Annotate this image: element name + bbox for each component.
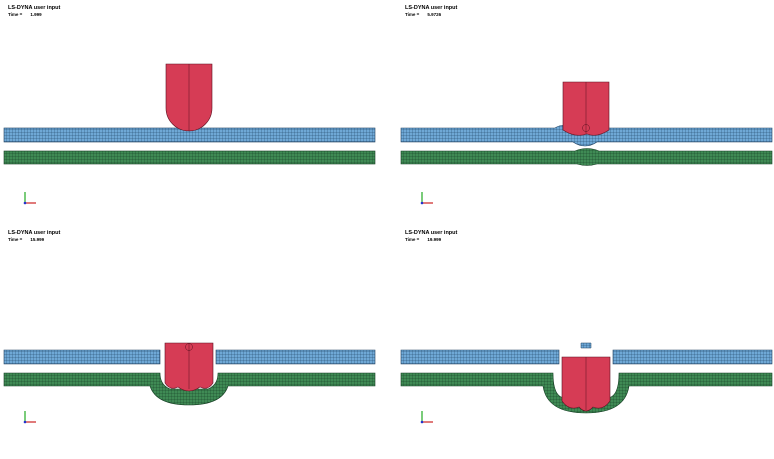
time-label: Time =	[405, 237, 420, 242]
panel-header: LS-DYNA user input Time = 19.999	[405, 230, 457, 243]
panel-title: LS-DYNA user input	[8, 230, 61, 236]
upper-plate	[3, 349, 161, 365]
viewport-panel-3[interactable]: LS-DYNA user input Time = 15.999	[0, 225, 387, 454]
lower-plate	[3, 150, 376, 165]
upper-plate	[400, 124, 773, 147]
panel-title: LS-DYNA user input	[8, 5, 61, 11]
time-readout: Time = 5.9726	[405, 12, 457, 18]
simulation-scene	[3, 342, 376, 424]
viewport-panel-1[interactable]: LS-DYNA user input Time = 1.999	[0, 0, 387, 229]
upper-plate	[215, 349, 376, 365]
upper-plate	[612, 349, 773, 365]
axis-triad-icon	[23, 192, 36, 205]
simulation-scene	[3, 63, 376, 205]
panel-title: LS-DYNA user input	[405, 5, 458, 11]
time-value: 1.999	[30, 12, 42, 17]
lower-plate	[400, 148, 773, 166]
time-readout: Time = 15.999	[8, 237, 60, 243]
time-readout: Time = 1.999	[8, 12, 60, 18]
upper-plate	[400, 349, 560, 365]
simulation-scene	[400, 342, 773, 424]
time-label: Time =	[8, 237, 23, 242]
time-label: Time =	[405, 12, 420, 17]
time-readout: Time = 19.999	[405, 237, 457, 243]
panel-header: LS-DYNA user input Time = 1.999	[8, 5, 60, 18]
time-value: 5.9726	[427, 12, 442, 17]
simulation-scene	[400, 81, 773, 205]
viewport-panel-2[interactable]: LS-DYNA user input Time = 5.9726	[397, 0, 774, 229]
panel-header: LS-DYNA user input Time = 5.9726	[405, 5, 457, 18]
lower-plate	[400, 372, 773, 414]
axis-triad-icon	[420, 411, 433, 424]
viewport-panel-4[interactable]: LS-DYNA user input Time = 19.999	[397, 225, 774, 454]
time-value: 19.999	[427, 237, 442, 242]
time-label: Time =	[8, 12, 23, 17]
axis-triad-icon	[420, 192, 433, 205]
plate-fragment	[580, 342, 592, 349]
panel-header: LS-DYNA user input Time = 15.999	[8, 230, 60, 243]
time-value: 15.999	[30, 237, 45, 242]
panel-title: LS-DYNA user input	[405, 230, 458, 236]
axis-triad-icon	[23, 411, 36, 424]
